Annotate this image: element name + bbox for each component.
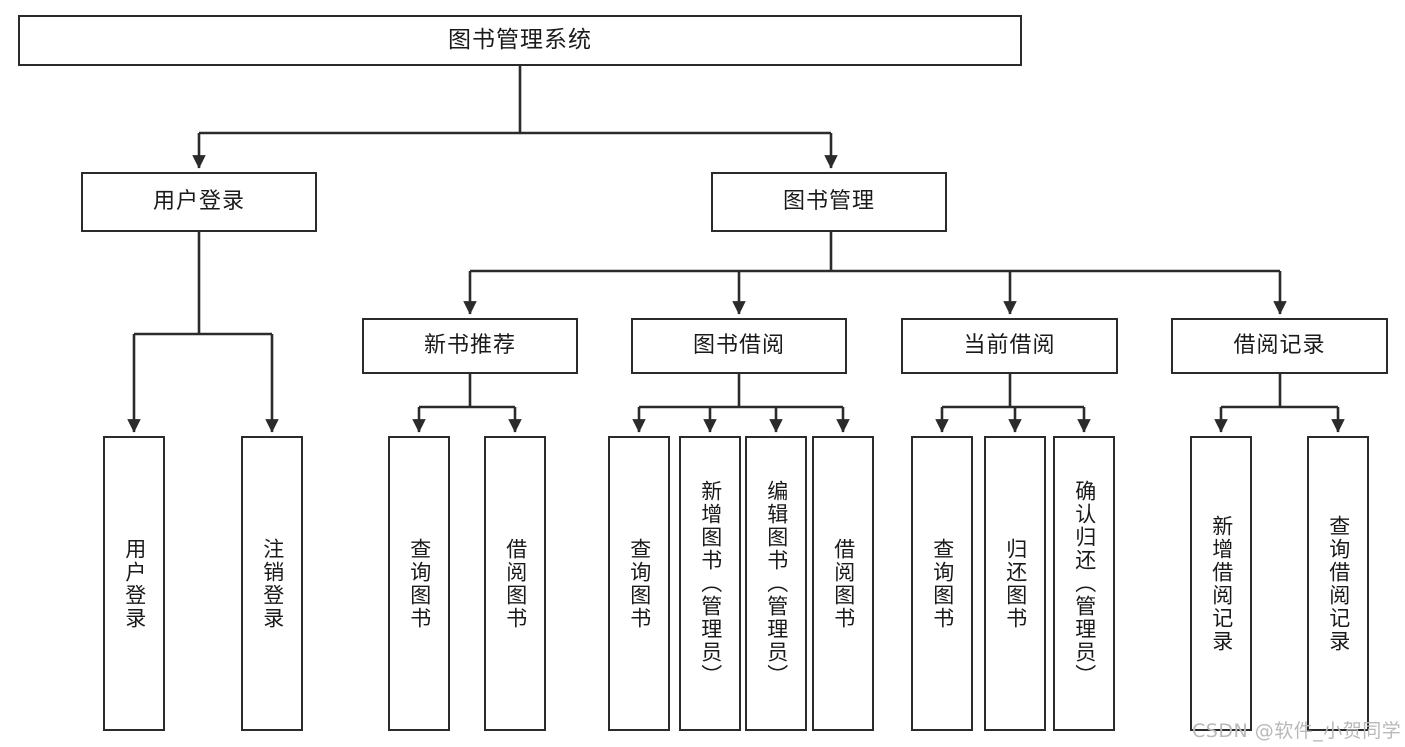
leaf-query-borrow-record[interactable]: 查询借阅记录 (1307, 436, 1369, 731)
node-current-borrow[interactable]: 当前借阅 (901, 318, 1118, 374)
leaf-edit-book-admin[interactable]: 编辑图书（管理员） (745, 436, 807, 731)
node-book-borrow-label: 图书借阅 (692, 332, 785, 358)
leaf-logout[interactable]: 注销登录 (241, 436, 303, 731)
leaf-query-book-current[interactable]: 查询图书 (911, 436, 973, 731)
watermark: CSDN @软件_小贺同学 (1192, 720, 1402, 742)
node-new-book-recommend[interactable]: 新书推荐 (362, 318, 578, 374)
node-root-label: 图书管理系统 (448, 26, 592, 53)
leaf-add-book-admin[interactable]: 新增图书（管理员） (679, 436, 741, 731)
leaf-label: 查询图书 (407, 537, 432, 630)
node-book-management-label: 图书管理 (782, 188, 875, 214)
leaf-label: 编辑图书（管理员） (764, 480, 789, 687)
leaf-label: 查询借阅记录 (1326, 514, 1351, 653)
node-borrow-record-label: 借阅记录 (1233, 332, 1326, 358)
leaf-label: 查询图书 (930, 537, 955, 630)
node-new-book-recommend-label: 新书推荐 (423, 332, 516, 358)
leaf-label: 归还图书 (1003, 537, 1028, 630)
node-root[interactable]: 图书管理系统 (18, 15, 1022, 66)
leaf-borrow-book-recommend[interactable]: 借阅图书 (484, 436, 546, 731)
leaf-label: 借阅图书 (503, 537, 528, 630)
leaf-add-borrow-record[interactable]: 新增借阅记录 (1190, 436, 1252, 731)
node-user-login[interactable]: 用户登录 (81, 172, 317, 232)
leaf-label: 借阅图书 (831, 537, 856, 630)
leaf-query-book-recommend[interactable]: 查询图书 (388, 436, 450, 731)
leaf-confirm-return-admin[interactable]: 确认归还（管理员） (1053, 436, 1115, 731)
leaf-label: 查询图书 (627, 537, 652, 630)
leaf-return-book[interactable]: 归还图书 (984, 436, 1046, 731)
node-user-login-label: 用户登录 (152, 188, 245, 214)
node-borrow-record[interactable]: 借阅记录 (1171, 318, 1388, 374)
node-current-borrow-label: 当前借阅 (963, 332, 1056, 358)
leaf-label: 新增借阅记录 (1209, 514, 1234, 653)
node-book-management[interactable]: 图书管理 (711, 172, 947, 232)
leaf-query-book-borrow[interactable]: 查询图书 (608, 436, 670, 731)
node-book-borrow[interactable]: 图书借阅 (631, 318, 847, 374)
leaf-label: 注销登录 (260, 537, 285, 630)
leaf-label: 确认归还（管理员） (1072, 480, 1097, 687)
leaf-label: 用户登录 (122, 537, 147, 630)
leaf-label: 新增图书（管理员） (698, 480, 723, 687)
leaf-user-login[interactable]: 用户登录 (103, 436, 165, 731)
leaf-borrow-book[interactable]: 借阅图书 (812, 436, 874, 731)
